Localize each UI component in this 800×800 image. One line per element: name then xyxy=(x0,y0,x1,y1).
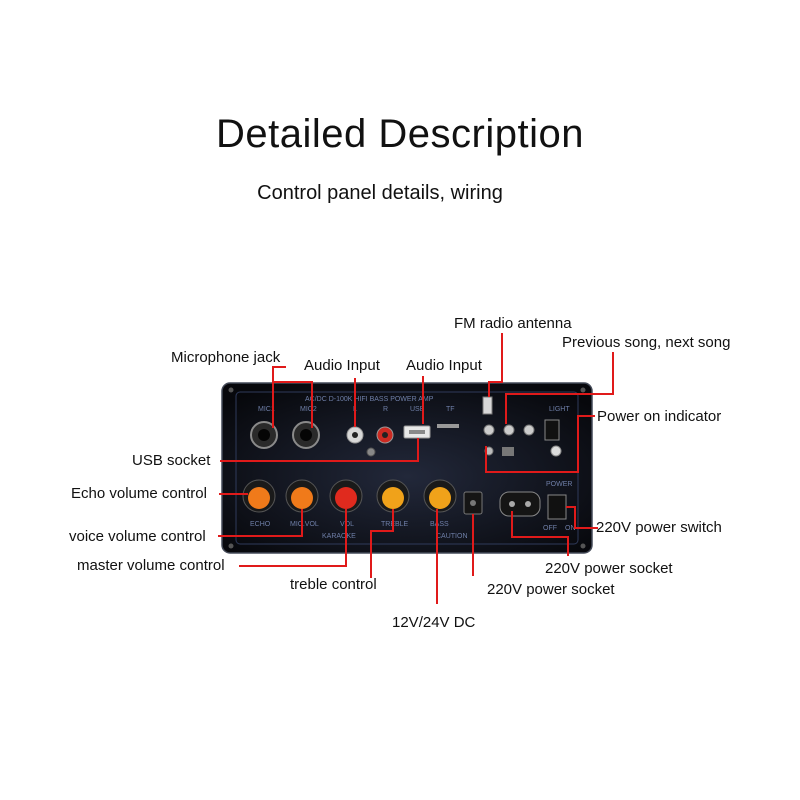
tf-card-slot[interactable] xyxy=(437,424,459,428)
mount-hole xyxy=(580,543,586,549)
leader-usb-socket xyxy=(220,438,419,462)
tf-label: TF xyxy=(446,406,455,413)
mount-hole xyxy=(580,387,586,393)
dc-input-label: 12V/24V DC xyxy=(392,614,476,631)
power-off-label: OFF xyxy=(543,525,557,532)
leader-master xyxy=(239,509,347,567)
panel-top-banner: AC/DC D-100K HIFI BASS POWER AMP xyxy=(305,396,434,403)
leader-lines xyxy=(218,333,614,604)
next-song-button[interactable] xyxy=(503,424,515,436)
usb-port-slot xyxy=(409,430,425,434)
master-volume-control-label: master volume control xyxy=(77,557,225,574)
mount-hole xyxy=(228,543,234,549)
micvol-knob-label: MIC.VOL xyxy=(290,521,319,528)
ir-receiver xyxy=(502,447,514,456)
light-switch[interactable] xyxy=(544,419,560,441)
leader-socket-1 xyxy=(511,511,569,556)
bass-knob[interactable] xyxy=(429,487,451,509)
mic1-jack[interactable] xyxy=(250,421,278,449)
fm-antenna-connector[interactable] xyxy=(482,396,493,415)
power-on-indicator-label: Power on indicator xyxy=(597,408,722,425)
rca-right-jack[interactable] xyxy=(376,426,394,444)
leader-voice xyxy=(218,509,303,537)
karaoke-label: KARAOKE xyxy=(322,533,356,540)
panel-screw xyxy=(366,447,376,457)
leader-power-switch xyxy=(566,506,598,529)
leader-fm-antenna xyxy=(488,333,503,397)
echo-volume-control-label: Echo volume control xyxy=(71,485,207,502)
mount-hole xyxy=(228,387,234,393)
power-on-label: ON xyxy=(565,525,576,532)
usb-label: USB xyxy=(410,406,425,413)
caution-label: CAUTION xyxy=(436,533,468,540)
vol-knob-label: VOL xyxy=(340,521,354,528)
voice-volume-control-label: voice volume control xyxy=(69,528,206,545)
echo-knob-label: ECHO xyxy=(250,521,271,528)
leader-treble xyxy=(370,509,394,578)
bass-knob-label: BASS xyxy=(430,521,449,528)
mic2-label: MIC2 xyxy=(300,406,317,413)
echo-knob[interactable] xyxy=(248,487,270,509)
leader-previous-next xyxy=(505,352,614,424)
power-socket-label-1: 220V power socket xyxy=(545,560,673,577)
mic2-jack[interactable] xyxy=(292,421,320,449)
ac-power-socket[interactable] xyxy=(499,491,541,517)
mic1-label: MIC1 xyxy=(258,406,275,413)
audio-input-label-1: Audio Input xyxy=(304,357,380,374)
rca-left-jack[interactable] xyxy=(346,426,364,444)
leader-microphone-jack-2 xyxy=(273,381,313,428)
previous-song-button[interactable] xyxy=(483,424,495,436)
dc-jack-pin xyxy=(470,500,476,506)
treble-control-label: treble control xyxy=(290,576,377,593)
audio-input-label-2: Audio Input xyxy=(406,357,482,374)
light-label: LIGHT xyxy=(549,406,570,413)
master-volume-knob[interactable] xyxy=(335,487,357,509)
power-on-indicator-led xyxy=(550,445,562,457)
rca-r-label: R xyxy=(383,406,388,413)
mode-button[interactable] xyxy=(523,424,535,436)
treble-knob[interactable] xyxy=(382,487,404,509)
power-label: POWER xyxy=(546,481,572,488)
microphone-jack-label: Microphone jack xyxy=(171,349,281,366)
power-switch-label: 220V power switch xyxy=(596,519,722,536)
leader-microphone-jack xyxy=(272,366,286,428)
fm-radio-antenna-label: FM radio antenna xyxy=(454,315,572,332)
previous-next-song-label: Previous song, next song xyxy=(562,334,731,351)
page-title: Detailed Description xyxy=(216,112,584,156)
power-switch[interactable] xyxy=(547,494,567,520)
treble-knob-label: TREBLE xyxy=(381,521,409,528)
page-subtitle: Control panel details, wiring xyxy=(257,182,503,204)
power-socket-label-2: 220V power socket xyxy=(487,581,615,598)
mic-volume-knob[interactable] xyxy=(291,487,313,509)
leader-power-indicator xyxy=(485,415,595,473)
usb-socket-label: USB socket xyxy=(132,452,211,469)
